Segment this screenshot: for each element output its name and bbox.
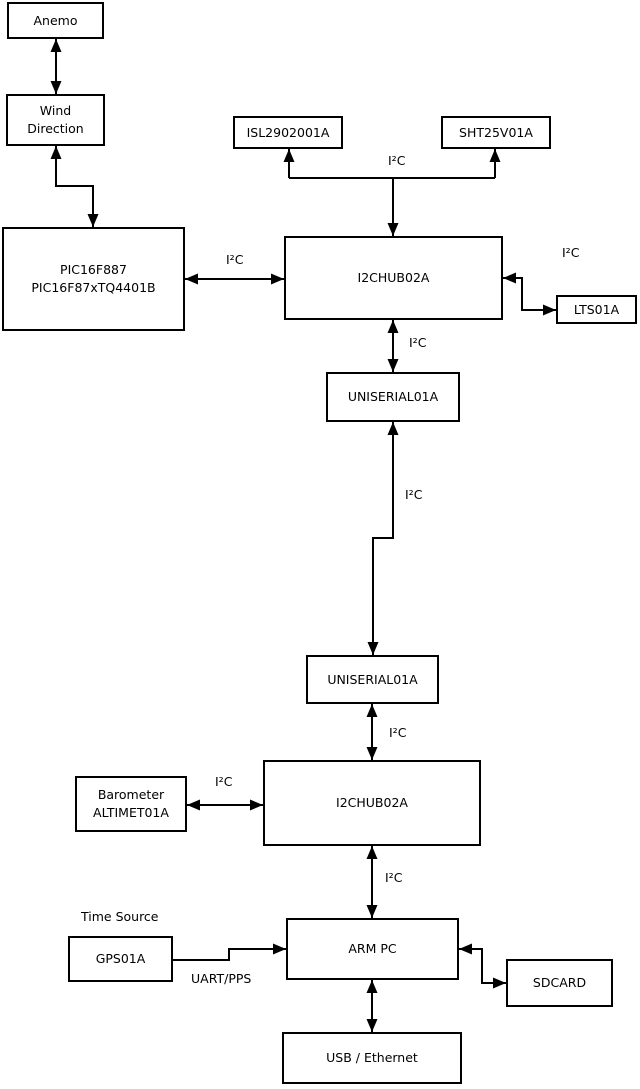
node-anemo: Anemo [7, 2, 104, 39]
node-arm-pc: ARM PC [286, 918, 459, 980]
node-isl2902001a-label: ISL2902001A [246, 124, 330, 140]
node-arm-pc-label: ARM PC [348, 941, 397, 957]
edge-label-i2c-hub1-uniserial: I²C [409, 335, 427, 350]
node-sht25v01a: SHT25V01A [441, 116, 551, 149]
node-gps01a-label: GPS01A [95, 951, 146, 967]
node-uniserial-mid-label: UNISERIAL01A [327, 671, 418, 687]
node-i2chub-top-label: I2CHUB02A [357, 270, 430, 286]
edge-label-i2c-pic-hub1: I²C [226, 252, 244, 267]
node-sht25v01a-label: SHT25V01A [459, 124, 533, 140]
edge-label-i2c-hub2-armpc: I²C [385, 870, 403, 885]
node-wind-direction: Wind Direction [6, 94, 105, 146]
node-anemo-label: Anemo [33, 12, 78, 28]
node-lts01a: LTS01A [556, 295, 637, 324]
node-usb-ethernet: USB / Ethernet [282, 1032, 462, 1084]
edge-label-i2c-sensors-branch: I²C [388, 153, 406, 168]
node-wind-direction-label: Wind Direction [27, 103, 84, 136]
node-i2chub-top: I2CHUB02A [284, 236, 503, 320]
node-sdcard: SDCARD [506, 959, 613, 1007]
caption-time-source: Time Source [81, 909, 159, 924]
edge-label-uart-pps: UART/PPS [191, 971, 252, 986]
edge-label-i2c-barometer-hub2: I²C [215, 774, 233, 789]
node-lts01a-label: LTS01A [573, 301, 620, 317]
node-i2chub-bottom: I2CHUB02A [263, 760, 481, 846]
edge-label-i2c-hub1-lts: I²C [562, 245, 580, 260]
node-isl2902001a: ISL2902001A [233, 116, 343, 149]
edge-label-i2c-uniserial-hub2: I²C [389, 725, 407, 740]
node-uniserial-mid: UNISERIAL01A [306, 655, 439, 704]
edge-label-i2c-uniserial-link: I²C [405, 487, 423, 502]
node-uniserial-top-label: UNISERIAL01A [347, 389, 439, 405]
node-uniserial-top: UNISERIAL01A [326, 372, 460, 422]
node-gps01a: GPS01A [68, 936, 173, 982]
node-pic: PIC16F887 PIC16F87xTQ4401B [2, 227, 185, 331]
node-pic-label: PIC16F887 PIC16F87xTQ4401B [31, 262, 156, 295]
node-usb-ethernet-label: USB / Ethernet [326, 1050, 418, 1066]
node-sdcard-label: SDCARD [532, 975, 587, 991]
node-i2chub-bottom-label: I2CHUB02A [336, 795, 408, 811]
node-barometer-label: Barometer ALTIMET01A [93, 787, 169, 820]
node-barometer: Barometer ALTIMET01A [75, 776, 187, 832]
